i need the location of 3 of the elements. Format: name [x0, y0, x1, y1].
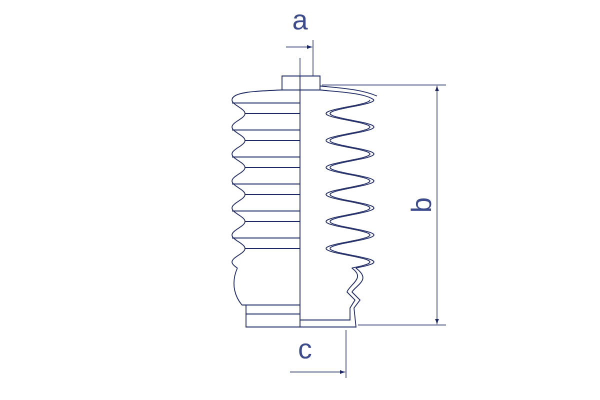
- dimension-label: a: [293, 14, 308, 30]
- dimension-label: b: [410, 198, 432, 211]
- dimension-label: c: [299, 343, 312, 359]
